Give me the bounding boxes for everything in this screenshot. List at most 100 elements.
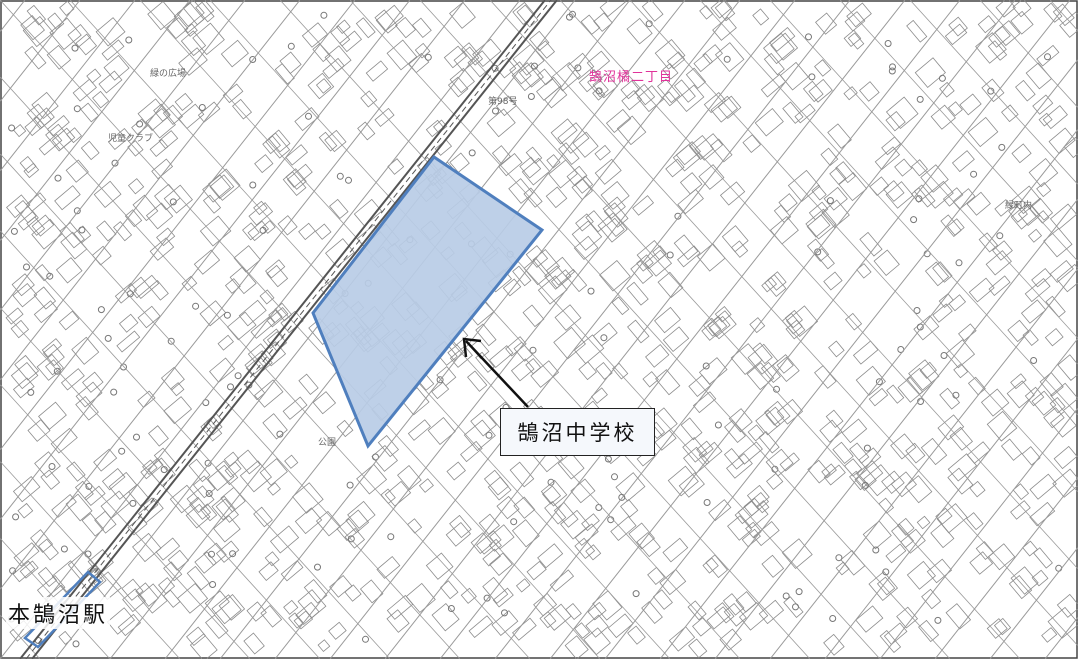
- building-block: [418, 478, 434, 493]
- building-block: [545, 256, 576, 286]
- district-name-label: 鵠沼橘二丁目: [589, 70, 674, 85]
- building-block: [641, 601, 663, 625]
- building-block: [132, 532, 162, 563]
- building-block: [1008, 574, 1033, 600]
- building-block: [692, 391, 717, 414]
- building-block: [1032, 94, 1054, 115]
- station-name-label[interactable]: 本鵠沼駅: [6, 597, 111, 629]
- building-block: [948, 294, 967, 312]
- tree-symbol: [23, 263, 30, 271]
- building-block: [376, 556, 401, 579]
- tree-symbol: [227, 383, 234, 391]
- building-block: [855, 365, 886, 396]
- building-block: [6, 194, 31, 219]
- building-block: [45, 359, 62, 376]
- building-block: [205, 614, 229, 640]
- tree-symbol: [46, 272, 54, 280]
- tree-symbol: [53, 367, 61, 375]
- building-block: [1011, 185, 1041, 215]
- tree-symbol: [483, 594, 491, 602]
- building-block: [33, 286, 57, 310]
- tree-symbol: [84, 550, 92, 558]
- building-block: [386, 609, 410, 633]
- road: [279, 0, 881, 659]
- tree-symbol: [970, 170, 978, 178]
- school-callout[interactable]: 鵠沼中学校: [500, 408, 655, 456]
- building-block: [578, 361, 597, 381]
- building-block: [322, 57, 345, 79]
- building-block: [540, 479, 568, 507]
- tree-symbol: [387, 533, 395, 541]
- building-block: [924, 180, 954, 209]
- tree-symbol: [808, 73, 816, 81]
- building-block: [1011, 143, 1032, 164]
- building-block: [135, 582, 159, 607]
- building-block: [560, 509, 591, 540]
- building-block: [292, 482, 324, 514]
- building-block: [677, 245, 701, 268]
- building-block: [336, 19, 351, 35]
- building-block: [626, 17, 653, 45]
- building-block: [336, 419, 354, 438]
- building-block: [714, 305, 732, 323]
- road: [329, 0, 851, 659]
- building-block: [829, 167, 847, 185]
- building-block: [491, 610, 519, 637]
- tree-symbol: [510, 518, 518, 526]
- building-block: [515, 578, 531, 593]
- building-block: [246, 601, 267, 622]
- building-block: [536, 68, 554, 86]
- station-outline: [23, 570, 102, 649]
- building-block: [988, 25, 1011, 48]
- building-block: [453, 46, 480, 72]
- building-block: [706, 606, 731, 630]
- building-block: [75, 381, 103, 408]
- tree-symbol: [952, 391, 960, 399]
- building-block: [47, 12, 65, 31]
- building-block: [634, 83, 656, 106]
- road: [0, 383, 251, 659]
- building-block: [449, 152, 470, 173]
- building-block: [918, 619, 940, 643]
- building-block: [27, 419, 51, 442]
- building-block: [896, 517, 915, 536]
- building-block: [665, 158, 685, 178]
- building-block: [994, 199, 1013, 217]
- road: [0, 0, 136, 172]
- building-block: [65, 159, 89, 183]
- building-block: [702, 557, 719, 574]
- tree-symbol: [835, 554, 843, 562]
- building-block: [509, 61, 532, 85]
- building-block: [355, 17, 376, 39]
- building-block: [708, 315, 731, 338]
- building-block: [163, 561, 183, 582]
- tree-symbol: [73, 105, 81, 113]
- building-block: [215, 498, 239, 523]
- building-block: [167, 549, 189, 571]
- building-block: [259, 458, 288, 486]
- building-block: [46, 44, 72, 70]
- tree-symbol: [8, 124, 16, 132]
- building-block: [847, 32, 865, 50]
- building-block: [118, 313, 139, 333]
- building-block: [498, 153, 523, 177]
- building-block: [765, 406, 785, 426]
- building-block: [1001, 104, 1019, 123]
- building-block: [673, 79, 696, 103]
- tree-symbol: [287, 42, 295, 50]
- building-block: [176, 583, 209, 614]
- building-block: [731, 240, 749, 258]
- tree-symbol: [345, 176, 352, 184]
- building-block: [904, 475, 933, 504]
- railway-line: [19, 0, 558, 659]
- tree-symbol: [468, 149, 476, 157]
- building-block: [60, 368, 85, 391]
- building-block: [108, 471, 138, 500]
- building-block: [666, 51, 686, 70]
- building-block: [932, 303, 953, 323]
- building-block: [353, 198, 383, 227]
- building-block: [294, 507, 323, 535]
- building-block: [151, 158, 174, 180]
- building-block: [721, 225, 749, 253]
